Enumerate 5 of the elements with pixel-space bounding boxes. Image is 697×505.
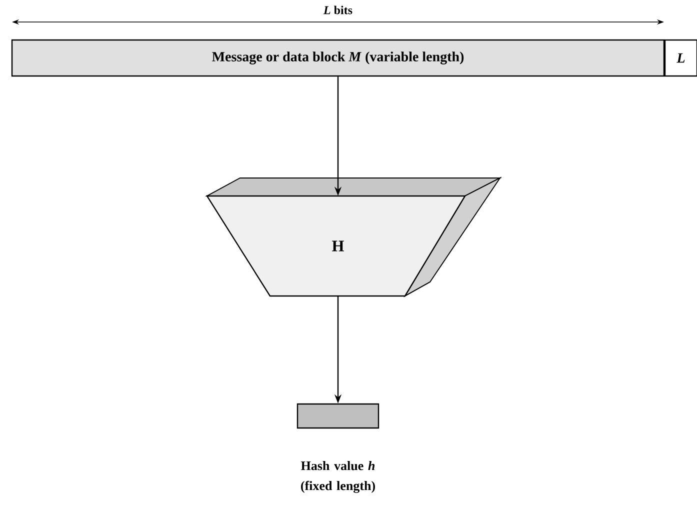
message-block: Message or data block M (variable length) xyxy=(11,39,665,77)
length-field: L xyxy=(664,39,697,77)
node-label: Hash value h (fixed length) xyxy=(301,461,375,493)
hash-value-box xyxy=(296,403,380,429)
dimension-label: L bits xyxy=(323,6,352,14)
